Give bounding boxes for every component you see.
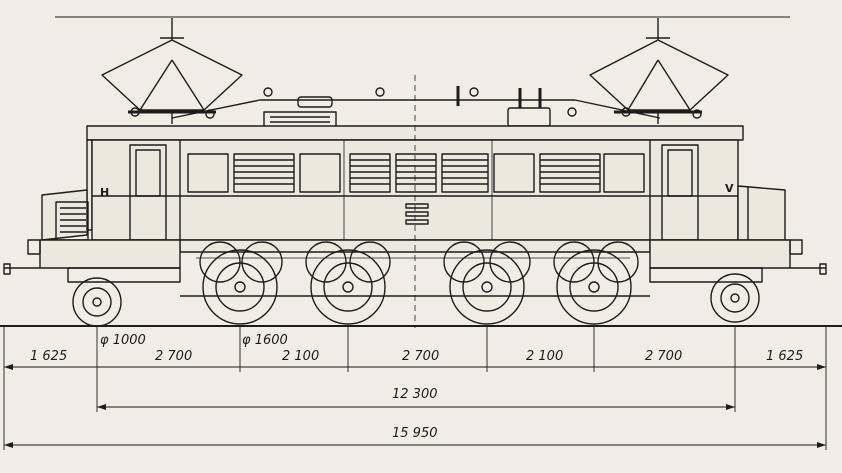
segment-label: 2 100 (282, 349, 319, 364)
driving-wheel-diameter-label: φ 1600 (242, 333, 288, 348)
side-windows (187, 153, 645, 193)
underframe (39, 239, 791, 297)
end-marking-left: H (100, 186, 109, 199)
carrying-wheel-diameter-label: φ 1000 (100, 333, 146, 348)
driving-wheel-3 (449, 249, 525, 325)
wheelbase-dimension-label: 12 300 (392, 387, 438, 402)
segment-label: 1 625 (766, 349, 803, 364)
segment-label: 1 625 (30, 349, 67, 364)
segment-label: 2 700 (402, 349, 439, 364)
traction-motors (199, 241, 639, 283)
overall-length-label: 15 950 (392, 426, 438, 441)
segment-label: 2 100 (526, 349, 563, 364)
louver-panels (233, 153, 601, 193)
driving-wheel-2 (310, 249, 386, 325)
segment-label: 2 700 (645, 349, 682, 364)
segment-dimension-labels: 1 625 2 700 2 100 2 700 2 100 2 700 1 62… (30, 349, 803, 364)
nose-right (737, 185, 786, 241)
dimension-arrowheads (4, 364, 826, 448)
nose-left (41, 189, 89, 241)
end-marking-right: V (725, 182, 734, 195)
buffers (3, 239, 827, 275)
extension-lines (3, 326, 827, 450)
center-plates (405, 203, 429, 225)
carrying-wheel-right (710, 273, 760, 323)
segment-label: 2 700 (155, 349, 192, 364)
